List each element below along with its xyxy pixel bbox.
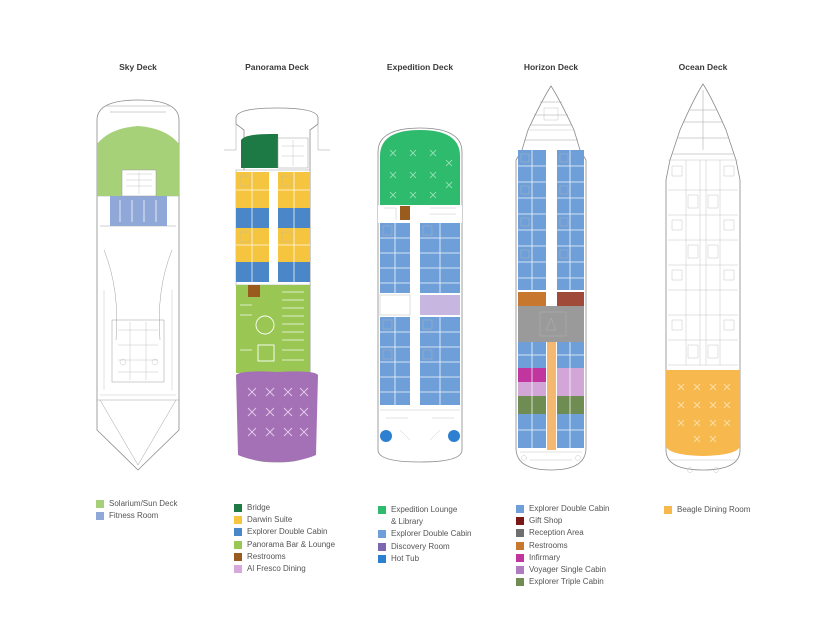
horizon-cabins-right-upper: [557, 150, 584, 290]
legend-swatch: [516, 529, 524, 538]
legend-label: Panorama Bar & Lounge: [247, 539, 336, 549]
legend-swatch: [378, 530, 386, 539]
voyager-single-right: [557, 368, 584, 396]
legend-swatch: [234, 552, 242, 561]
legend-label: Explorer Triple Cabin: [529, 577, 604, 587]
legend-item: Expedition Lounge & Library: [378, 504, 472, 528]
legend-label: Al Fresco Dining: [247, 564, 306, 574]
legend-swatch: [96, 512, 104, 521]
legend-swatch: [378, 542, 386, 551]
legend-swatch: [516, 541, 524, 550]
legend-swatch: [516, 505, 524, 513]
legend-sky: Solarium/Sun Deck Fitness Room: [96, 498, 177, 522]
legend-swatch: [234, 516, 242, 525]
legend-swatch: [234, 565, 242, 574]
legend-item: Discovery Room: [378, 541, 472, 553]
legend-label: Explorer Double Cabin: [391, 529, 472, 539]
legend-label: Discovery Room: [391, 541, 450, 551]
legend-label: Darwin Suite: [247, 515, 293, 525]
expedition-deck-plan: [377, 127, 463, 463]
deck-title-panorama: Panorama Deck: [245, 62, 309, 72]
legend-label: Reception Area: [529, 528, 584, 538]
legend-swatch: [234, 504, 242, 512]
legend-ocean: Beagle Dining Room: [664, 504, 750, 516]
legend-label: Voyager Single Cabin: [529, 565, 606, 575]
expedition-lounge-library-area: [380, 130, 460, 205]
al-fresco-dining-area: [236, 371, 318, 462]
legend-label: Explorer Double Cabin: [247, 527, 328, 537]
legend-item: Infirmary: [516, 552, 610, 564]
legend-label: Hot Tub: [391, 553, 420, 563]
horizon-corridor-lower: [547, 342, 556, 450]
solarium-sun-deck-area: [97, 126, 179, 196]
legend-item: Voyager Single Cabin: [516, 564, 610, 576]
expedition-restroom: [400, 206, 410, 220]
legend-label: Fitness Room: [109, 511, 159, 521]
horizon-corridor-upper: [548, 150, 555, 292]
legend-item: Explorer Double Cabin: [516, 503, 610, 515]
legend-item: Darwin Suite: [234, 514, 335, 526]
legend-label: Explorer Double Cabin: [529, 504, 610, 513]
bridge-area: [241, 134, 278, 168]
reception-area: [518, 306, 584, 342]
legend-item: Explorer Double Cabin: [378, 528, 472, 540]
deck-title-horizon: Horizon Deck: [524, 62, 579, 72]
legend-label: Restrooms: [247, 551, 286, 561]
legend-item: Restrooms: [516, 540, 610, 552]
legend-item: Bridge: [234, 502, 335, 514]
hot-tub-starboard: [448, 430, 460, 442]
discovery-room-area: [420, 295, 460, 315]
horizon-deck-plan: [515, 85, 587, 471]
fitness-room-area: [110, 196, 167, 226]
panorama-deck-plan: [224, 107, 330, 463]
legend-item: Beagle Dining Room: [664, 504, 750, 516]
explorer-double-left-2: [236, 262, 269, 282]
legend-swatch: [234, 540, 242, 549]
legend-swatch: [516, 566, 524, 575]
legend-swatch: [516, 553, 524, 562]
legend-swatch: [516, 517, 524, 526]
gift-shop-area: [557, 292, 584, 306]
legend-item: Fitness Room: [96, 510, 177, 522]
legend-item: Gift Shop: [516, 515, 610, 527]
legend-label: Infirmary: [529, 552, 561, 562]
panorama-restroom: [248, 285, 260, 297]
legend-expedition: Expedition Lounge & Library Explorer Dou…: [378, 504, 472, 565]
legend-item: Reception Area: [516, 527, 610, 539]
legend-item: Hot Tub: [378, 553, 472, 565]
legend-label: Bridge: [247, 503, 271, 512]
legend-label: Solarium/Sun Deck: [109, 499, 178, 508]
legend-item: Explorer Double Cabin: [234, 526, 335, 538]
deck-title-ocean: Ocean Deck: [679, 62, 728, 72]
legend-horizon: Explorer Double Cabin Gift Shop Receptio…: [516, 503, 610, 588]
legend-swatch: [378, 554, 386, 563]
legend-label: Beagle Dining Room: [677, 505, 751, 514]
beagle-dining-room-area: [666, 370, 740, 456]
ocean-deck-plan: [665, 83, 741, 473]
legend-item: Al Fresco Dining: [234, 563, 335, 575]
legend-label: Expedition Lounge & Library: [391, 505, 458, 527]
legend-item: Panorama Bar & Lounge: [234, 539, 335, 551]
legend-item: Solarium/Sun Deck: [96, 498, 177, 510]
horizon-restrooms: [518, 292, 546, 306]
legend-swatch: [234, 528, 242, 537]
legend-label: Gift Shop: [529, 516, 563, 526]
explorer-double-left-1: [236, 208, 269, 228]
deck-title-sky: Sky Deck: [119, 62, 157, 72]
legend-swatch: [516, 578, 524, 587]
deck-title-expedition: Expedition Deck: [387, 62, 453, 72]
legend-swatch: [664, 506, 672, 514]
hot-tub-port: [380, 430, 392, 442]
legend-item: Explorer Triple Cabin: [516, 576, 610, 588]
legend-swatch: [96, 500, 104, 508]
legend-label: Restrooms: [529, 540, 568, 550]
sky-deck-plan: [96, 99, 180, 471]
legend-item: Restrooms: [234, 551, 335, 563]
horizon-cabins-right-stern: [557, 414, 584, 448]
legend-panorama: Bridge Darwin Suite Explorer Double Cabi…: [234, 502, 335, 575]
explorer-triple-right: [557, 396, 584, 414]
legend-swatch: [378, 506, 386, 514]
